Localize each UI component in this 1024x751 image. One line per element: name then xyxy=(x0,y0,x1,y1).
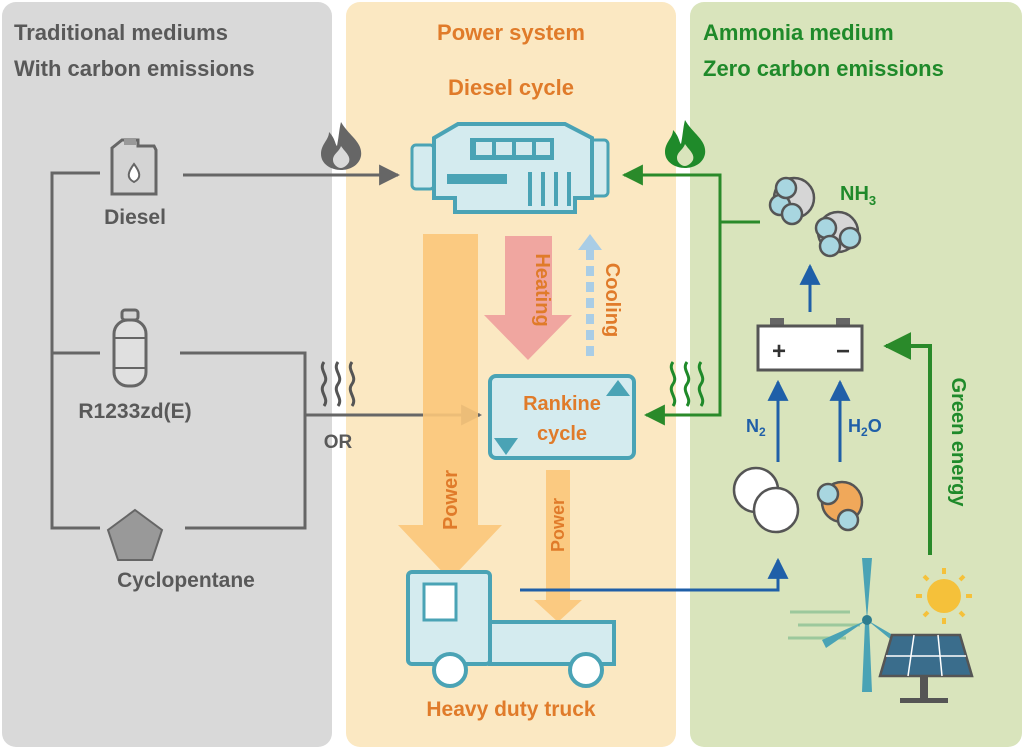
cooling-arrow xyxy=(578,234,602,356)
right-title-line1: Ammonia medium xyxy=(703,20,894,45)
molecule-icon xyxy=(768,176,862,258)
ammonia-medium-panel xyxy=(690,2,1022,747)
r1233-label: R1233zd(E) xyxy=(78,400,191,423)
heating-arrow xyxy=(484,236,572,360)
green-energy-label: Green energy xyxy=(947,378,969,508)
solar-panel-icon xyxy=(878,633,974,703)
molecule-icon xyxy=(816,480,864,532)
nh3-to-engine-arrow xyxy=(621,164,760,224)
traditional-mediums-panel xyxy=(2,2,332,747)
left-title-line1: Traditional mediums xyxy=(14,20,228,45)
nh3-label: NH3 xyxy=(840,183,876,208)
flame-icon xyxy=(321,122,362,170)
power-big-arrow xyxy=(398,234,502,580)
truck-icon xyxy=(406,570,616,688)
power-big-label: Power xyxy=(440,470,462,530)
left-title-line2: With carbon emissions xyxy=(14,56,255,81)
or-label: OR xyxy=(324,432,353,453)
heat-waves-icon xyxy=(320,361,356,407)
cooling-label: Cooling xyxy=(601,263,623,337)
n2-label: N2 xyxy=(746,416,766,439)
nh3-to-rankine-arrow xyxy=(643,222,722,426)
wind-icon xyxy=(788,610,860,640)
rankine-label-line1: Rankine xyxy=(523,393,601,415)
power-small-label: Power xyxy=(548,498,568,552)
sun-icon xyxy=(916,568,972,624)
flame-icon xyxy=(665,120,706,168)
engine-icon xyxy=(410,122,610,214)
diesel-cycle-label: Diesel cycle xyxy=(448,75,574,100)
battery-minus: − xyxy=(836,338,850,365)
truck-label: Heavy duty truck xyxy=(426,698,596,721)
cyclopentane-label: Cyclopentane xyxy=(117,569,255,592)
power-small-arrow xyxy=(534,470,582,622)
rankine-label-line2: cycle xyxy=(537,423,587,445)
left-bracket-lines xyxy=(50,171,307,530)
heating-label: Heating xyxy=(531,253,553,326)
middle-title: Power system xyxy=(437,20,585,45)
heat-waves-icon xyxy=(669,361,705,407)
pentagon-icon xyxy=(106,508,164,561)
fuel-can-icon xyxy=(110,138,158,196)
diesel-label: Diesel xyxy=(104,206,166,229)
green-energy-arrow xyxy=(883,332,932,555)
battery-plus: + xyxy=(772,338,786,365)
molecule-icon xyxy=(732,466,800,534)
battery-icon xyxy=(756,318,864,372)
right-title-line2: Zero carbon emissions xyxy=(703,56,944,81)
gas-cylinder-icon xyxy=(112,308,148,388)
h2o-label: H2O xyxy=(848,416,882,439)
rankine-cycle-box xyxy=(488,374,636,460)
truck-to-n2-arrow xyxy=(520,557,789,592)
